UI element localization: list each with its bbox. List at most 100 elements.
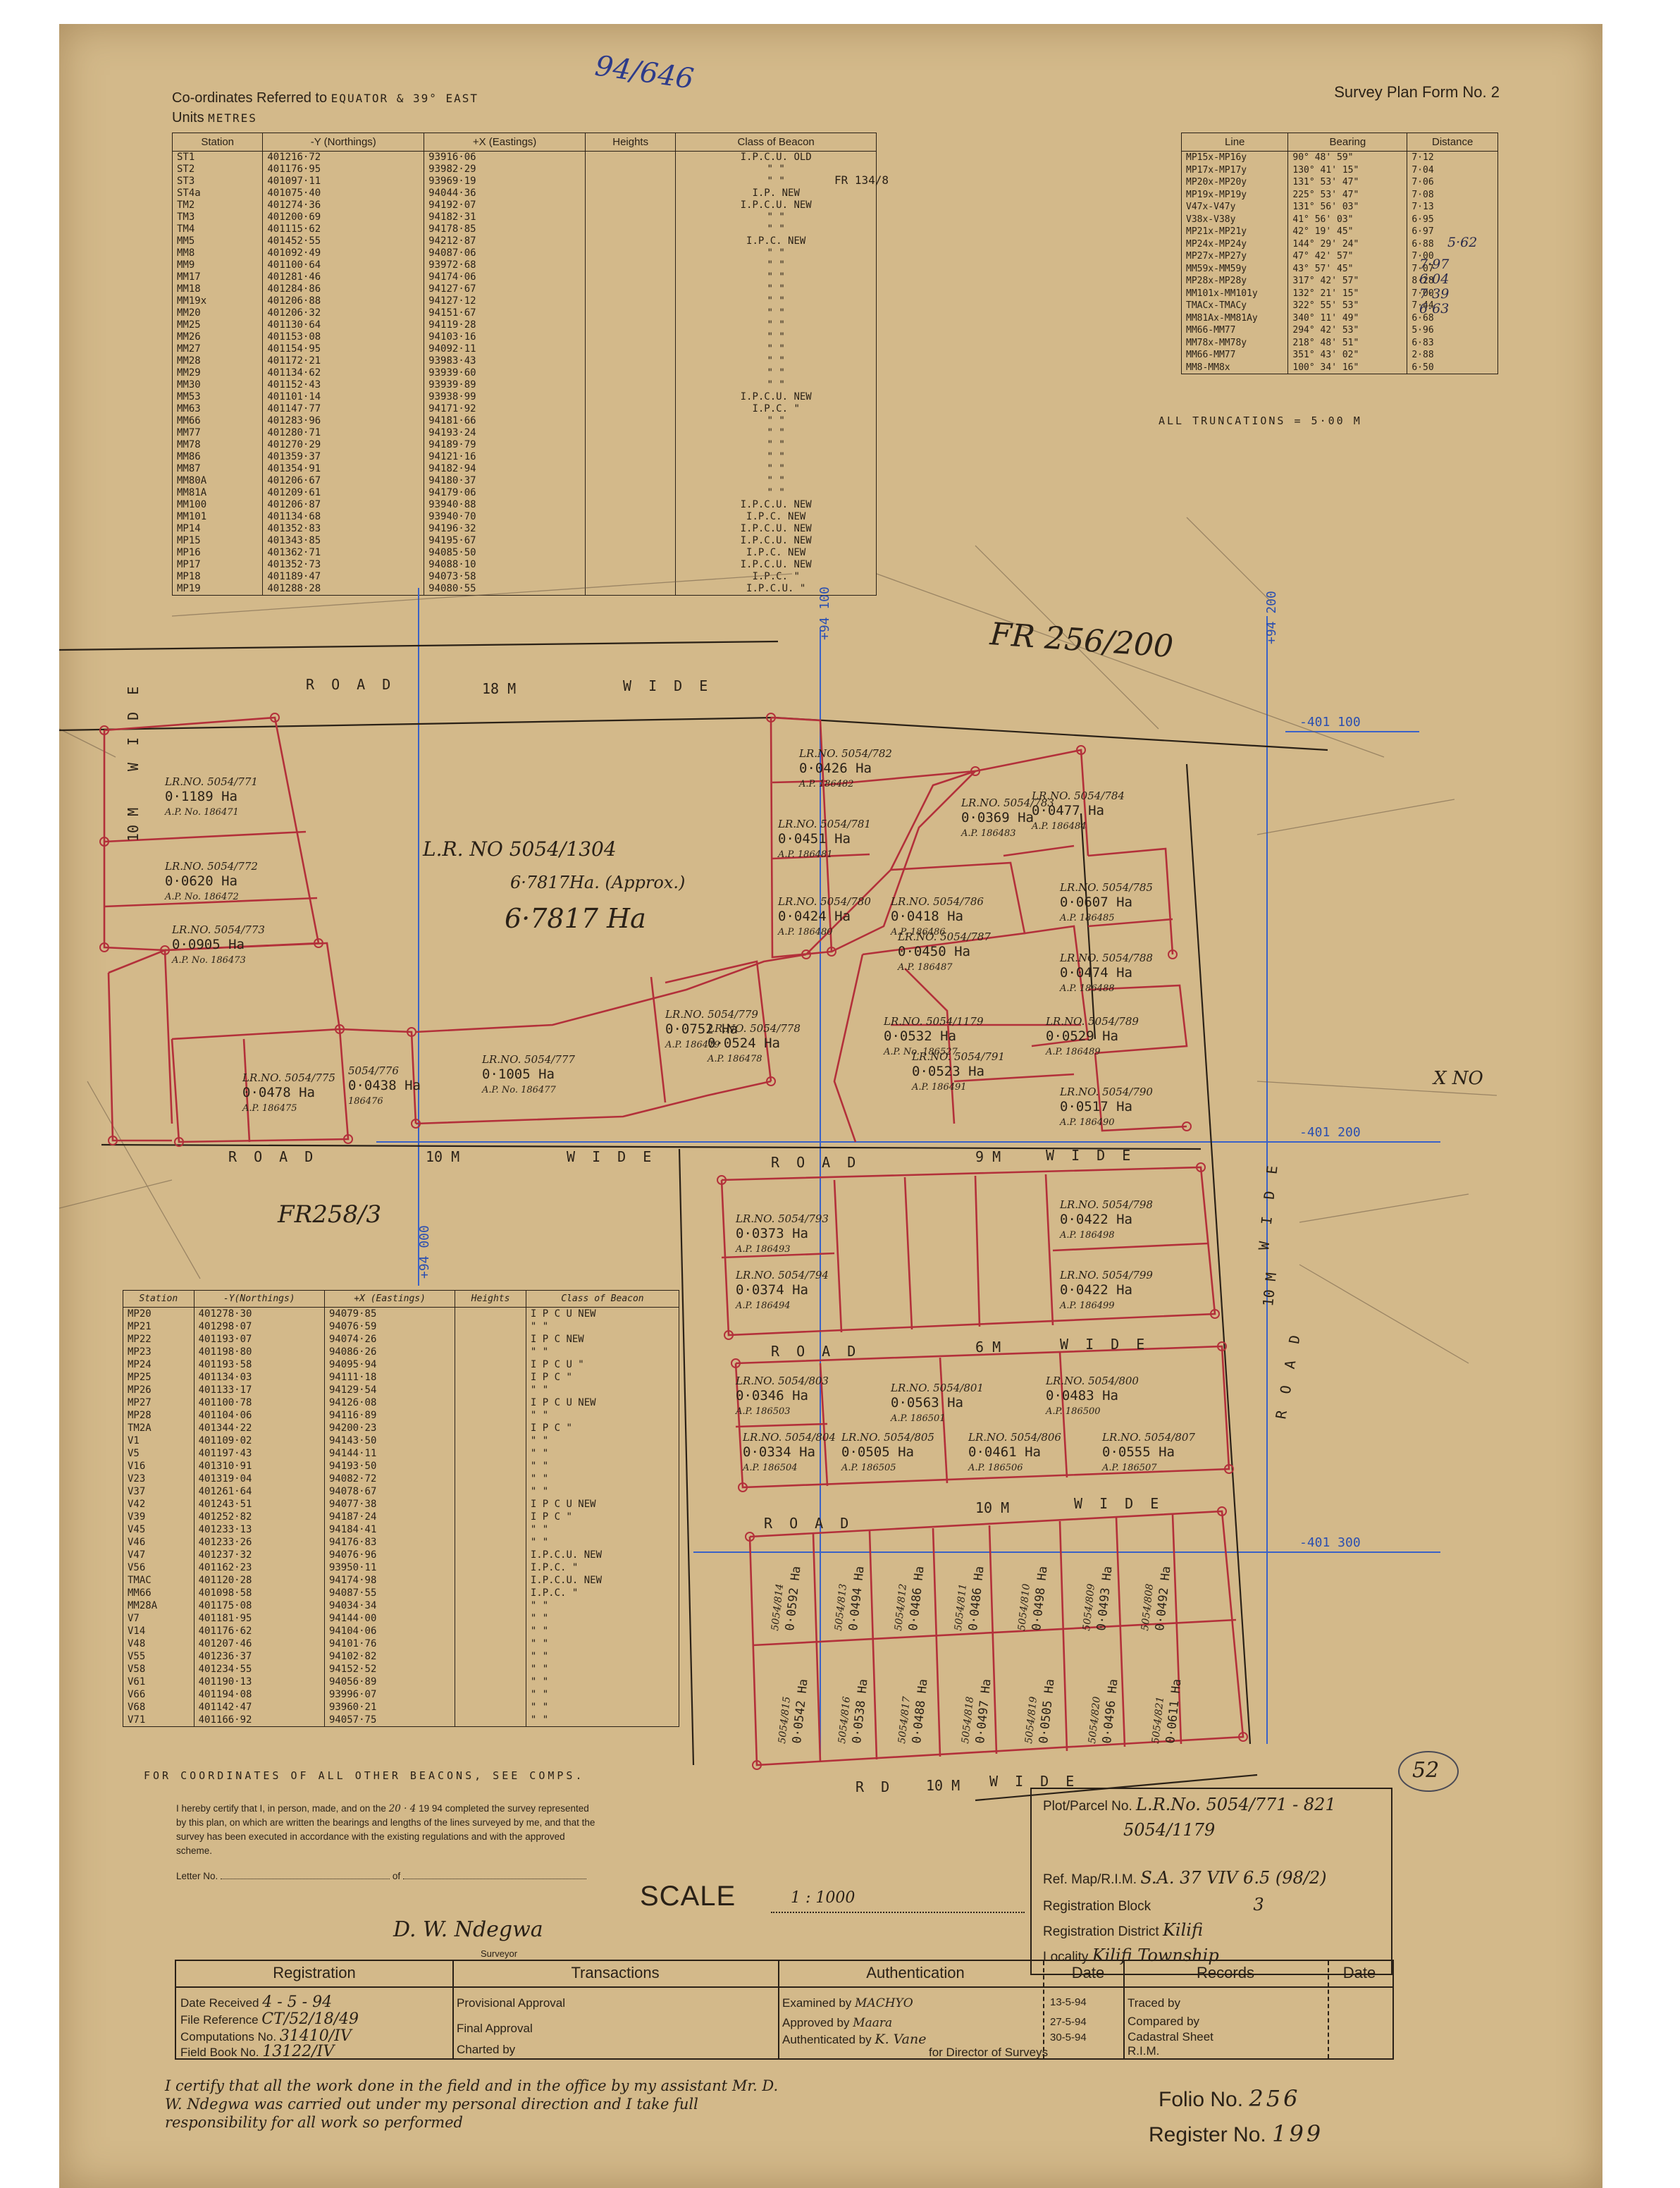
road-label: R O A D bbox=[1272, 1329, 1304, 1420]
table-cell: 401175·08 bbox=[193, 1599, 325, 1612]
parcel-area: 0·0752 Ha bbox=[665, 1021, 738, 1037]
table-cell bbox=[584, 176, 677, 188]
parcel-area: 0·0438 Ha bbox=[348, 1078, 421, 1093]
register-line: Register No. 199 bbox=[1149, 2120, 1323, 2147]
table-cell: 94180·37 bbox=[424, 475, 586, 487]
vertical-parcel-lr: 5054/818 bbox=[960, 1696, 976, 1744]
table-cell: " " bbox=[525, 1663, 680, 1676]
vertical-parcel-lr: 5054/814 bbox=[770, 1583, 786, 1631]
fr-label: FR258/3 bbox=[277, 1200, 381, 1229]
table-cell: MP21x-MP21y bbox=[1180, 226, 1289, 238]
table-cell: 94187·24 bbox=[323, 1511, 456, 1523]
table-cell: I.P.C.U. NEW bbox=[675, 535, 877, 547]
table-cell: 401190·13 bbox=[193, 1676, 325, 1688]
plot-label: Plot/Parcel No. bbox=[1043, 1799, 1132, 1814]
table-cell: MM28A bbox=[123, 1599, 194, 1612]
parcel-lr: LR.NO. 5054/788 bbox=[1059, 952, 1153, 964]
table-cell: 401261·64 bbox=[193, 1485, 325, 1498]
road-label: R O A D bbox=[306, 676, 395, 693]
col-distance: Distance bbox=[1407, 133, 1498, 152]
table-cell: 401189·47 bbox=[262, 571, 425, 583]
table-cell: 401216·72 bbox=[262, 151, 425, 164]
table-cell: TMAC bbox=[123, 1574, 194, 1587]
table-cell: 401162·23 bbox=[193, 1561, 325, 1574]
parcel-lr: LR.NO. 5054/793 bbox=[735, 1212, 829, 1225]
table-cell: MM66 bbox=[171, 415, 264, 427]
table-cell: MM86 bbox=[171, 451, 264, 463]
parcel-fr: A.P. 186493 bbox=[735, 1244, 791, 1255]
parcel-fr: A.P. 186489 bbox=[1045, 1047, 1101, 1057]
table-cell: 401233·26 bbox=[193, 1536, 325, 1549]
table-cell: 93940·70 bbox=[424, 511, 586, 523]
table-cell bbox=[584, 295, 677, 307]
table-cell: 401109·02 bbox=[193, 1434, 325, 1447]
table-cell: 93969·19 bbox=[424, 176, 586, 188]
table-cell: " " bbox=[525, 1447, 680, 1460]
table-cell: " " bbox=[675, 164, 877, 176]
parcel-lr: LR.NO. 5054/805 bbox=[841, 1431, 934, 1444]
approved-date: 27-5-94 bbox=[1050, 2016, 1087, 2028]
table-cell: 6·88 bbox=[1407, 238, 1498, 250]
parcel-area: 0·0418 Ha bbox=[891, 909, 963, 924]
table-cell: 94127·12 bbox=[424, 295, 586, 307]
table-cell: I.P.C. NEW bbox=[675, 547, 877, 559]
table-cell: " " bbox=[675, 343, 877, 355]
table-cell: 340° 11' 49" bbox=[1287, 312, 1408, 324]
table-cell: " " bbox=[525, 1612, 680, 1625]
table-cell: 401172·21 bbox=[262, 355, 425, 367]
grid-label: -401 100 bbox=[1299, 715, 1361, 730]
table-cell: MM66-MM77 bbox=[1180, 324, 1289, 337]
authentication-date-title: Date bbox=[1071, 1964, 1105, 1981]
vertical-parcel-area: 0·0611 Ha bbox=[1163, 1678, 1185, 1745]
table-cell: " " bbox=[675, 176, 877, 188]
table-cell: 401176·95 bbox=[262, 164, 425, 176]
margin-note: 7·97 bbox=[1419, 257, 1450, 272]
district-label: Registration District bbox=[1043, 1924, 1159, 1939]
table-cell bbox=[584, 367, 677, 379]
vertical-parcel-area: 0·0505 Ha bbox=[1037, 1678, 1058, 1745]
table-cell: " " bbox=[525, 1688, 680, 1701]
survey-plan-sheet: 94/646 Co-ordinates Referred to EQUATOR … bbox=[59, 24, 1602, 2188]
table-cell: 94076·59 bbox=[323, 1320, 456, 1333]
parcel-area: 0·0524 Ha bbox=[708, 1035, 780, 1051]
ref-label: Ref. Map/R.I.M. bbox=[1043, 1872, 1137, 1887]
table-cell: 401075·40 bbox=[262, 188, 425, 199]
table-cell: 93940·88 bbox=[424, 499, 586, 511]
table-cell: V46 bbox=[123, 1536, 194, 1549]
col-line: Line bbox=[1180, 133, 1289, 152]
plot-value: L.R.No. 5054/771 - 821 bbox=[1136, 1795, 1336, 1814]
scale-value: 1 : 1000 bbox=[791, 1889, 856, 1907]
col-eastings: +X (Eastings) bbox=[323, 1290, 456, 1308]
table-cell bbox=[455, 1409, 526, 1422]
date-received-value: 4 - 5 - 94 bbox=[262, 1993, 333, 2011]
road-label: R O A D bbox=[771, 1343, 860, 1360]
table-cell: I.P. NEW bbox=[675, 188, 877, 199]
table-cell: V5 bbox=[123, 1447, 194, 1460]
table-cell: 94082·72 bbox=[323, 1473, 456, 1485]
table-cell bbox=[584, 343, 677, 355]
table-cell bbox=[584, 427, 677, 439]
table-cell: 93982·29 bbox=[424, 164, 586, 176]
parcel-lr: LR.NO. 5054/783 bbox=[961, 797, 1054, 809]
parcel-fr: A.P. 186479 bbox=[665, 1040, 720, 1050]
table-cell: MP15 bbox=[171, 535, 264, 547]
parcel-area: 0·0477 Ha bbox=[1032, 803, 1104, 818]
parcel-lr: LR.NO. 5054/785 bbox=[1059, 881, 1153, 894]
table-cell: 94121·16 bbox=[424, 451, 586, 463]
cert-text-2: completed the survey represented by this… bbox=[176, 1803, 595, 1856]
table-cell: I.P.C.U. " bbox=[675, 583, 877, 596]
